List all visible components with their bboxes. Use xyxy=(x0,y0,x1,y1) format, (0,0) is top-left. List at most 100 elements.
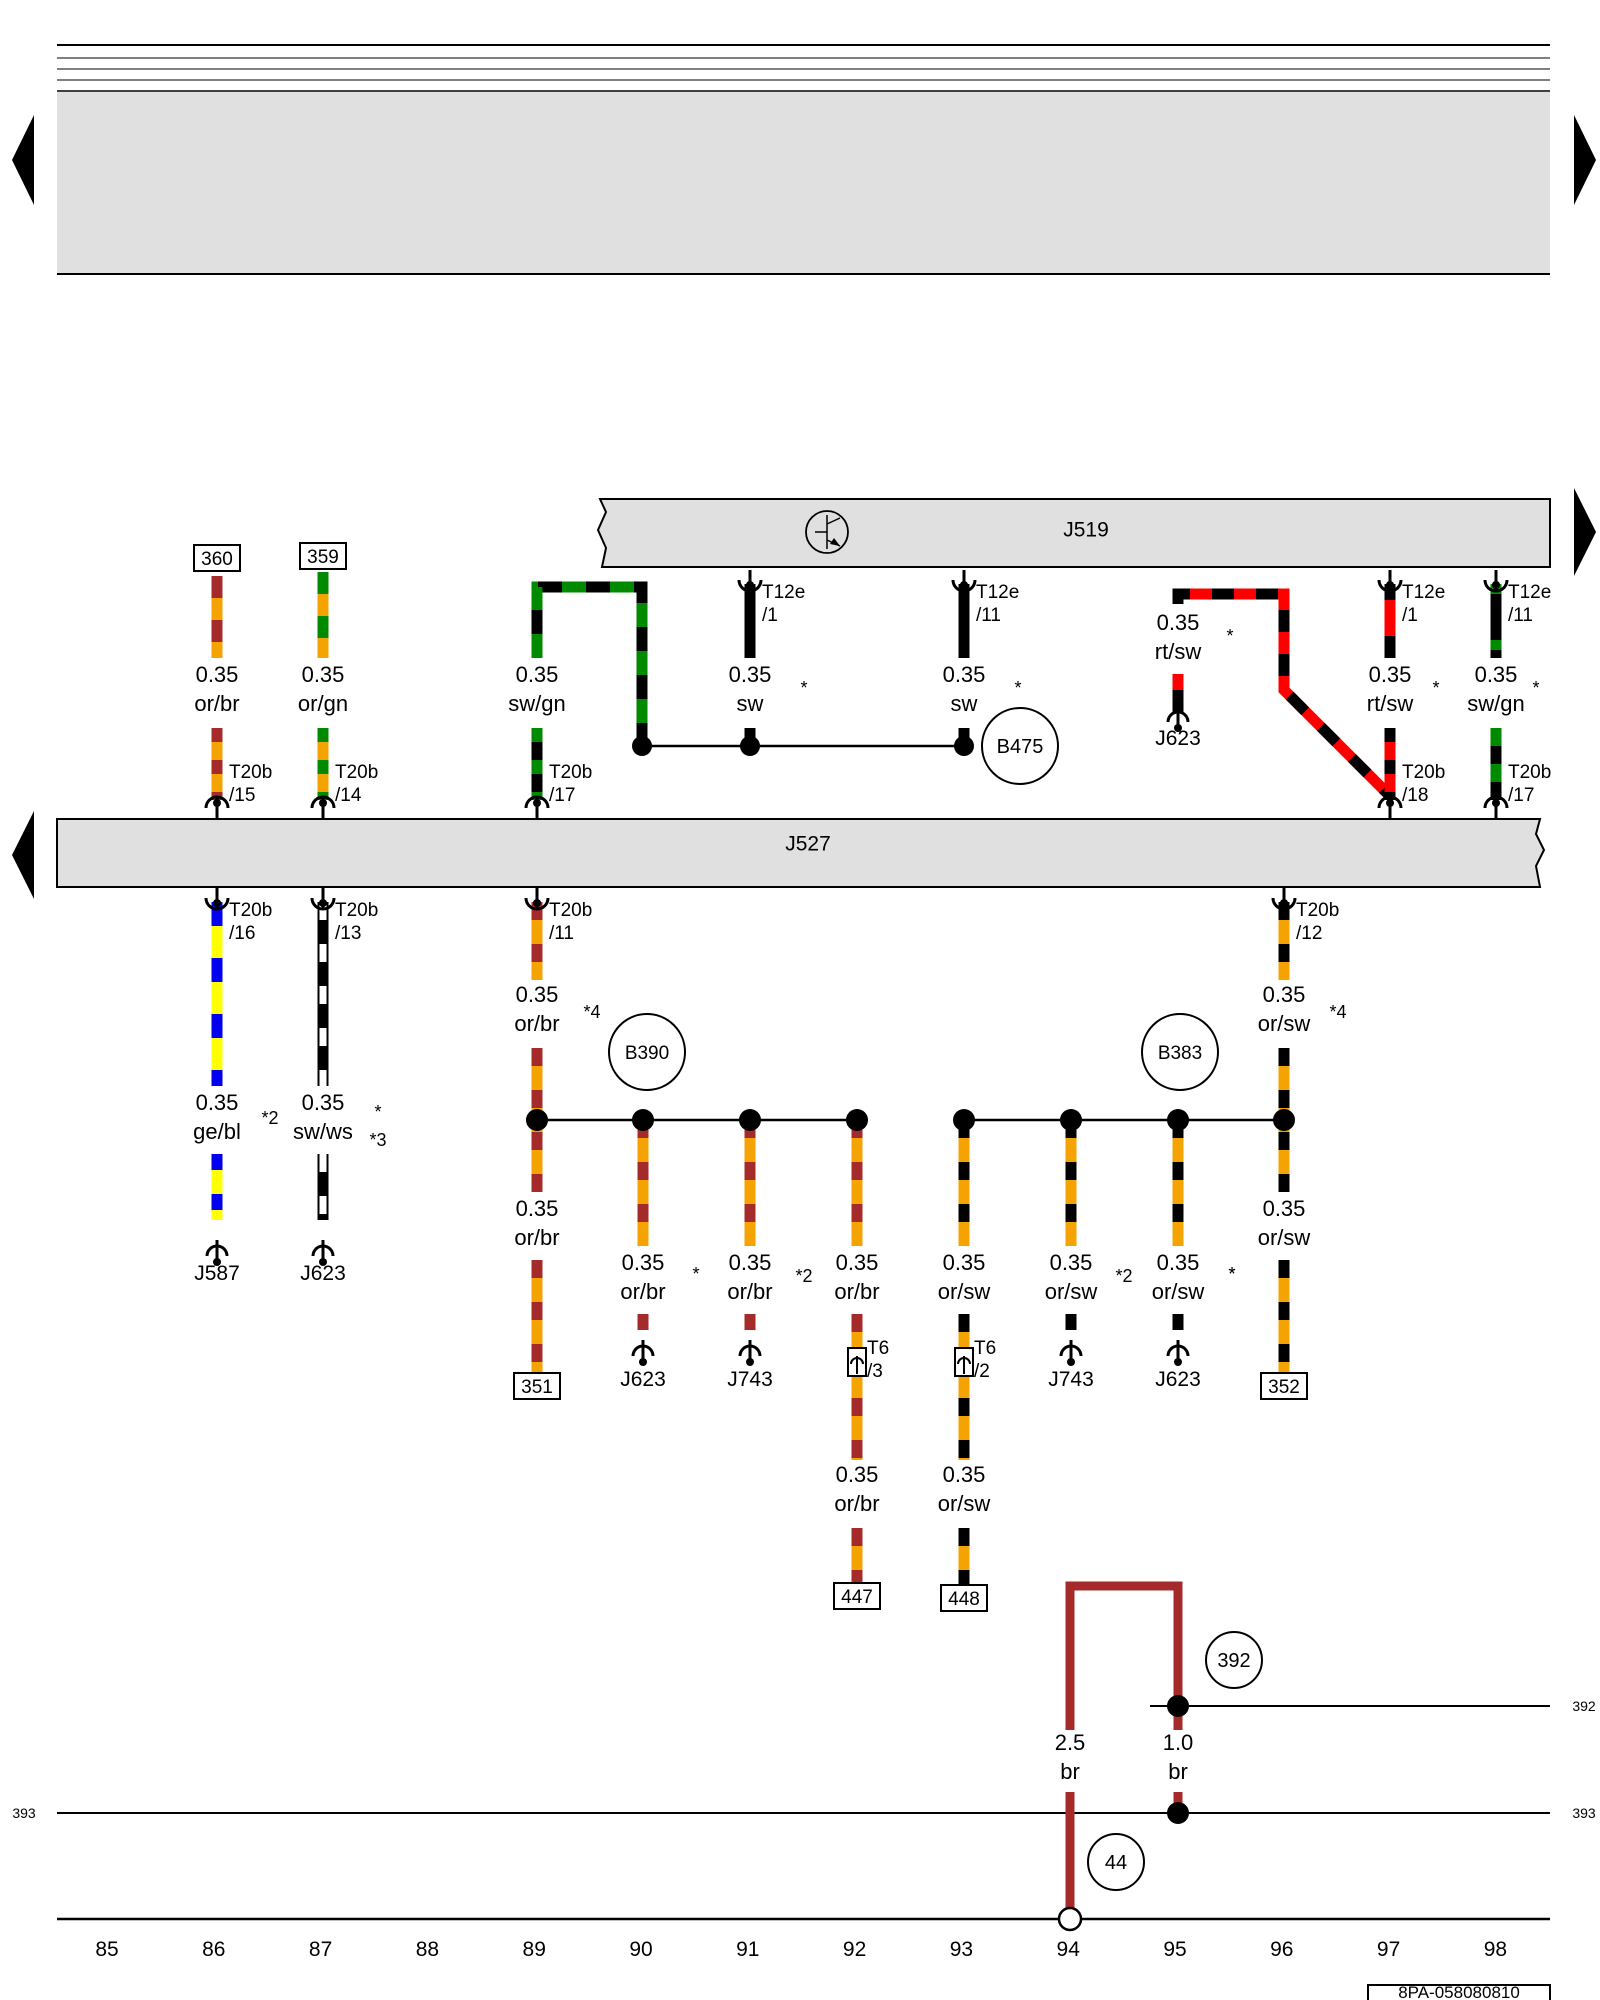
reference-box-352[interactable]: 352 xyxy=(1260,1372,1308,1400)
wire-color: rt/sw xyxy=(1155,639,1202,664)
footnote-mark: *2 xyxy=(261,1108,278,1128)
wire-color: or/sw xyxy=(1258,1011,1311,1036)
j527-prev-arrow-icon[interactable] xyxy=(12,811,34,899)
reference-box-351[interactable]: 351 xyxy=(513,1372,561,1400)
page-prev-arrow-icon[interactable] xyxy=(12,115,34,205)
circle-marker-label: 392 xyxy=(1217,1650,1250,1672)
footnote-mark: * xyxy=(1432,678,1439,698)
page-next-arrow-icon[interactable] xyxy=(1574,115,1596,205)
wire-color: or/gn xyxy=(298,691,348,716)
grid-number: 87 xyxy=(309,1938,332,1961)
wire-label: 1.0br xyxy=(1163,1730,1194,1784)
footnote-marks: ******4*4*2**3**2*2** xyxy=(261,626,1539,1286)
connector-label: T20b/17 xyxy=(1508,762,1551,806)
j527-control-unit: J527 xyxy=(56,818,1546,888)
circle-marker-b383: B383 xyxy=(1141,1013,1219,1091)
footnote-mark: *4 xyxy=(1329,1002,1346,1022)
component-j623[interactable]: J623 xyxy=(1155,1340,1201,1391)
connector-pin-number: /2 xyxy=(974,1361,990,1382)
connector-pin xyxy=(204,795,230,818)
connector-pin-number: /3 xyxy=(867,1361,883,1382)
reference-box-359[interactable]: 359 xyxy=(299,542,347,570)
ground-point xyxy=(1057,1906,1083,1932)
connector-name: T20b xyxy=(549,900,592,921)
connector-label: T20b/11 xyxy=(549,900,592,944)
connector-name: T6 xyxy=(974,1338,996,1359)
reference-box-360[interactable]: 360 xyxy=(193,544,241,572)
connector-label: T12e/1 xyxy=(762,582,805,626)
wire-color: sw xyxy=(951,691,978,716)
component-j623[interactable]: J623 xyxy=(300,1240,346,1285)
footnote-mark: * xyxy=(374,1102,381,1122)
wire-size: 0.35 xyxy=(196,1090,239,1115)
doc-code-box: 8PA-058080810 xyxy=(1367,1983,1551,2000)
circle-marker-44: 44 xyxy=(1087,1833,1145,1891)
wire-color: br xyxy=(1168,1759,1188,1784)
upper-wires xyxy=(211,572,1502,800)
connector-pin xyxy=(524,795,550,818)
wire-color: or/sw xyxy=(1045,1279,1098,1304)
ground-section xyxy=(57,1581,1550,1932)
wire-color: or/br xyxy=(727,1279,772,1304)
component-label: J623 xyxy=(620,1368,666,1391)
wire-color: sw/gn xyxy=(508,691,565,716)
connector-pin-number: /16 xyxy=(229,923,255,944)
connector-name: T20b xyxy=(549,762,592,783)
wire-size: 0.35 xyxy=(622,1250,665,1275)
connector-label: T20b/13 xyxy=(335,900,378,944)
component-j623[interactable]: J623 xyxy=(1155,706,1201,750)
footnote-mark: *2 xyxy=(795,1266,812,1286)
component-j587[interactable]: J587 xyxy=(194,1240,240,1285)
connector-pin-number: /18 xyxy=(1402,785,1428,806)
grid-number: 93 xyxy=(950,1938,973,1961)
grid-number: 98 xyxy=(1484,1938,1507,1961)
connector-name: T20b xyxy=(1296,900,1339,921)
connector-name: T20b xyxy=(335,900,378,921)
reference-box-447[interactable]: 447 xyxy=(833,1582,881,1610)
connector-pin xyxy=(1483,795,1509,818)
reference-box-448[interactable]: 448 xyxy=(940,1584,988,1612)
connector-name: T6 xyxy=(867,1338,889,1359)
connector-pin xyxy=(204,888,230,911)
wire-label: 2.5br xyxy=(1055,1730,1086,1784)
connector-label: T6/2 xyxy=(974,1338,996,1382)
wire-size: 0.35 xyxy=(516,982,559,1007)
wire-size: 0.35 xyxy=(943,1462,986,1487)
j519-next-arrow-icon[interactable] xyxy=(1574,488,1596,576)
j519-control-unit: J519 xyxy=(596,498,1551,568)
footnote-mark: * xyxy=(800,678,807,698)
connector-name: T20b xyxy=(335,762,378,783)
grid-number: 91 xyxy=(736,1938,759,1961)
wire-color: rt/sw xyxy=(1367,691,1414,716)
wire-size: 2.5 xyxy=(1055,1730,1086,1755)
wire-color: or/sw xyxy=(1258,1225,1311,1250)
connector-label: T12e/11 xyxy=(1508,582,1551,626)
connector-name: T12e xyxy=(762,582,805,603)
component-j743[interactable]: J743 xyxy=(1048,1340,1094,1391)
connector-pin xyxy=(847,1347,867,1377)
wire-color: or/br xyxy=(620,1279,665,1304)
wire-size: 0.35 xyxy=(1263,1196,1306,1221)
wire-color: or/br xyxy=(514,1011,559,1036)
connector-pin-number: /17 xyxy=(1508,785,1534,806)
transistor-icon xyxy=(805,510,849,554)
connector-pin-number: /17 xyxy=(549,785,575,806)
connector-pin-number: /11 xyxy=(549,923,574,944)
component-j743[interactable]: J743 xyxy=(727,1340,773,1391)
component-j623[interactable]: J623 xyxy=(620,1340,666,1391)
connector-pin-number: /11 xyxy=(1508,605,1533,626)
wire-color: sw xyxy=(737,691,764,716)
wire-size: 0.35 xyxy=(1157,610,1200,635)
component-label: J623 xyxy=(1155,727,1201,750)
